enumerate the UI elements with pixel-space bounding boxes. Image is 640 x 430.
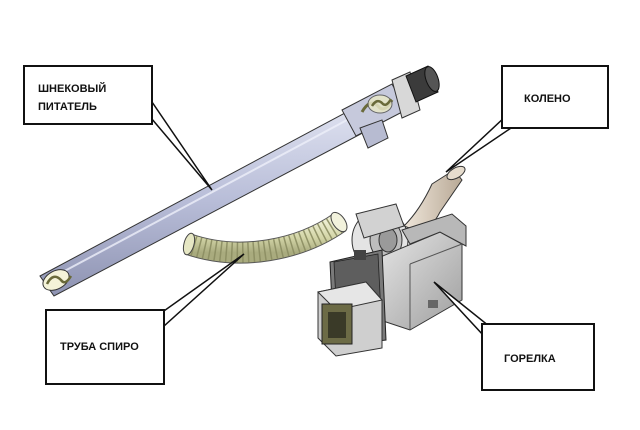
label-auger-line2: ПИТАТЕЛЬ xyxy=(38,101,97,113)
callout-auger-feeder: ШНЕКОВЫЙ ПИТАТЕЛЬ xyxy=(23,65,153,125)
callout-spiral-pipe: ТРУБА СПИРО xyxy=(45,309,165,385)
spiral-pipe xyxy=(182,211,348,264)
auger-feeder xyxy=(39,65,440,297)
callout-elbow: КОЛЕНО xyxy=(501,65,609,129)
auger-inlet-opening xyxy=(42,269,70,291)
label-elbow: КОЛЕНО xyxy=(524,93,571,105)
burner xyxy=(316,165,467,357)
label-burner: ГОРЕЛКА xyxy=(504,353,556,365)
auger-tube xyxy=(39,105,373,297)
label-auger-line1: ШНЕКОВЫЙ xyxy=(38,82,106,95)
callout-leaders xyxy=(145,100,516,337)
spiral-pipe-end xyxy=(330,211,348,233)
label-spiral-pipe: ТРУБА СПИРО xyxy=(60,341,139,353)
auger-outlet xyxy=(359,119,389,149)
callout-burner: ГОРЕЛКА xyxy=(481,323,595,391)
